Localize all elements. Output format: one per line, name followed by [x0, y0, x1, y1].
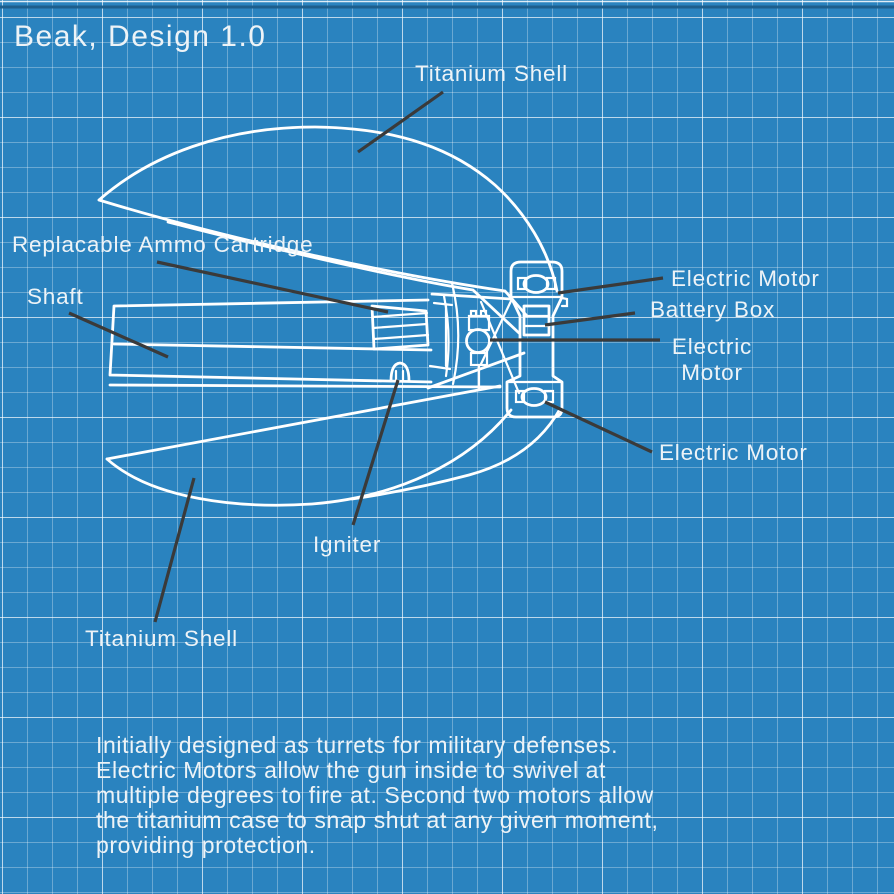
upper-shell-top-edge	[97, 125, 559, 293]
igniter-dome	[389, 361, 411, 383]
electric-motor-bottom-body	[520, 387, 548, 407]
shaft-outline	[108, 298, 433, 384]
pointer-titanium-shell-top	[357, 90, 444, 154]
electric-motor-bottom-mount-left	[514, 389, 526, 404]
lower-shell-hull-edge	[105, 408, 513, 507]
pointer-battery-box	[544, 311, 636, 327]
hinge-right-notch	[560, 296, 569, 308]
electric-motor-swivel-head	[467, 314, 491, 332]
hinge-column-outline	[505, 260, 564, 419]
label-titanium-shell-bottom: Titanium Shell	[85, 626, 238, 651]
electric-motor-top-mount-right	[545, 276, 557, 291]
label-shaft: Shaft	[27, 284, 84, 309]
label-ammo-cartridge: Replacable Ammo Cartridge	[12, 232, 314, 257]
pointer-ammo-cartridge	[156, 260, 389, 314]
ammo-cartridge-outline	[370, 304, 430, 351]
pointer-shaft	[68, 311, 169, 359]
pointer-titanium-shell-bottom	[153, 477, 196, 623]
pointer-electric-motor-bottom	[544, 400, 653, 454]
upper-shell-inner-edge	[166, 220, 521, 335]
battery-box-outline	[522, 304, 551, 337]
lower-connector-bar	[426, 351, 526, 390]
label-battery-box: Battery Box	[650, 297, 776, 322]
lower-shell-top-edge	[105, 384, 502, 461]
ammo-cartridge-slats	[371, 311, 430, 341]
pointer-electric-motor-top	[557, 276, 664, 295]
pointer-igniter	[351, 379, 400, 526]
label-titanium-shell-top: Titanium Shell	[415, 61, 568, 86]
electric-motor-top-body	[522, 274, 550, 294]
electric-motor-bottom-mount-right	[543, 389, 555, 404]
label-electric-motor-top: Electric Motor	[671, 266, 820, 291]
upper-shell-bottom-edge	[97, 198, 529, 318]
electric-motor-swivel-body	[465, 328, 491, 354]
shaft-end-cap-curves	[442, 281, 460, 386]
label-igniter: Igniter	[313, 532, 382, 557]
electric-motor-swivel-terminal-right	[479, 309, 488, 318]
label-electric-motor-center: Electric Motor	[671, 334, 753, 385]
battery-box-cells	[522, 314, 551, 328]
electric-motor-top-mount-left	[516, 276, 528, 291]
electric-motor-swivel-terminal-left	[469, 309, 478, 318]
page-title: Beak, Design 1.0	[14, 20, 267, 53]
igniter-contacts	[394, 369, 405, 383]
hinge-section-lines	[505, 295, 564, 384]
upper-connector-bar	[430, 292, 513, 301]
design-description: Initially designed as turrets for milita…	[96, 732, 659, 858]
label-electric-motor-bottom: Electric Motor	[659, 440, 808, 465]
shaft-lower-line	[108, 383, 502, 389]
lower-shell-inner-edge	[350, 407, 562, 501]
